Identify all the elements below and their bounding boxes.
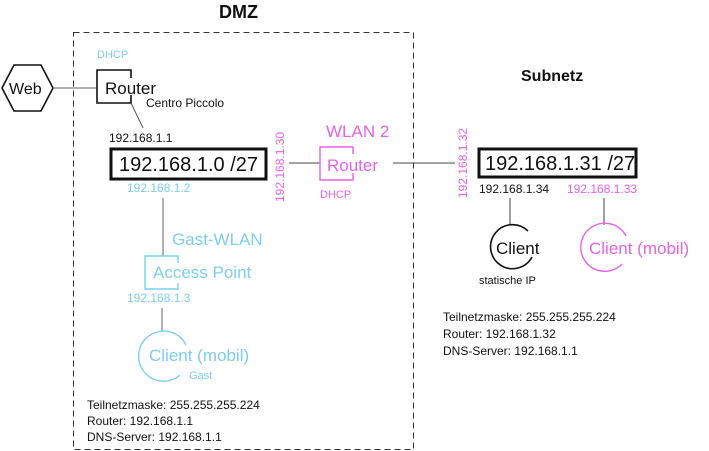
ap-uplink-ip: 192.168.1.2 (127, 181, 191, 195)
dmz-info-dns: DNS-Server: 192.168.1.1 (87, 430, 222, 444)
mobile-client-circle-icon (580, 222, 627, 272)
guest-client-note: Gast (189, 370, 212, 382)
guest-client-label: Client (mobil) (149, 346, 249, 365)
dmz-subnet-box (109, 147, 268, 181)
subnetz-subnet-label: 192.168.1.31 /27 (485, 153, 635, 175)
dmz-info-router: Router: 192.168.1.1 (87, 414, 193, 428)
guest-wlan-label: Gast-WLAN (172, 230, 263, 249)
web-label: Web (9, 81, 42, 98)
dmz-zone-border (73, 32, 414, 450)
access-point-label: Access Point (153, 263, 252, 282)
subnetz-info-mask: Teilnetzmaske: 255.255.255.224 (443, 310, 616, 324)
main-router-ip: 192.168.1.1 (109, 131, 173, 145)
main-router-dhcp: DHCP (97, 49, 128, 61)
wlan2-title: WLAN 2 (326, 122, 389, 141)
main-router-name: Centro Piccolo (146, 96, 224, 110)
dmz-info-mask: Teilnetzmaske: 255.255.255.224 (87, 398, 260, 412)
main-router-label: Router (105, 79, 156, 98)
wlan2-dhcp: DHCP (320, 189, 351, 201)
subnetz-info-router: Router: 192.168.1.32 (443, 327, 556, 341)
mobile-client-ip: 192.168.1.33 (567, 182, 637, 196)
subnetz-subnet-box (477, 147, 638, 179)
static-client-note: statische IP (479, 275, 536, 287)
access-point-icon (144, 255, 179, 290)
guest-client-circle-icon (137, 330, 187, 382)
router-subnet-link (130, 102, 144, 129)
subnetz-title: Subnetz (521, 68, 583, 85)
static-client-circle-icon (489, 223, 533, 270)
wlan2-subnet-ip: 192.168.1.32 (456, 128, 470, 198)
main-router-icon (96, 69, 132, 104)
wlan2-dmz-ip: 192.168.1.30 (273, 132, 287, 202)
wlan2-router-icon (319, 146, 354, 181)
dmz-title: DMZ (219, 2, 258, 22)
dmz-subnet-label: 192.168.1.0 /27 (119, 154, 258, 176)
access-point-ip: 192.168.1.3 (127, 291, 191, 305)
subnetz-info-dns: DNS-Server: 192.168.1.1 (443, 344, 578, 358)
mobile-client-label: Client (mobil) (589, 239, 689, 258)
wlan2-router-label: Router (327, 156, 378, 175)
static-client-ip: 192.168.1.34 (479, 182, 549, 196)
static-client-label: Client (496, 239, 540, 258)
